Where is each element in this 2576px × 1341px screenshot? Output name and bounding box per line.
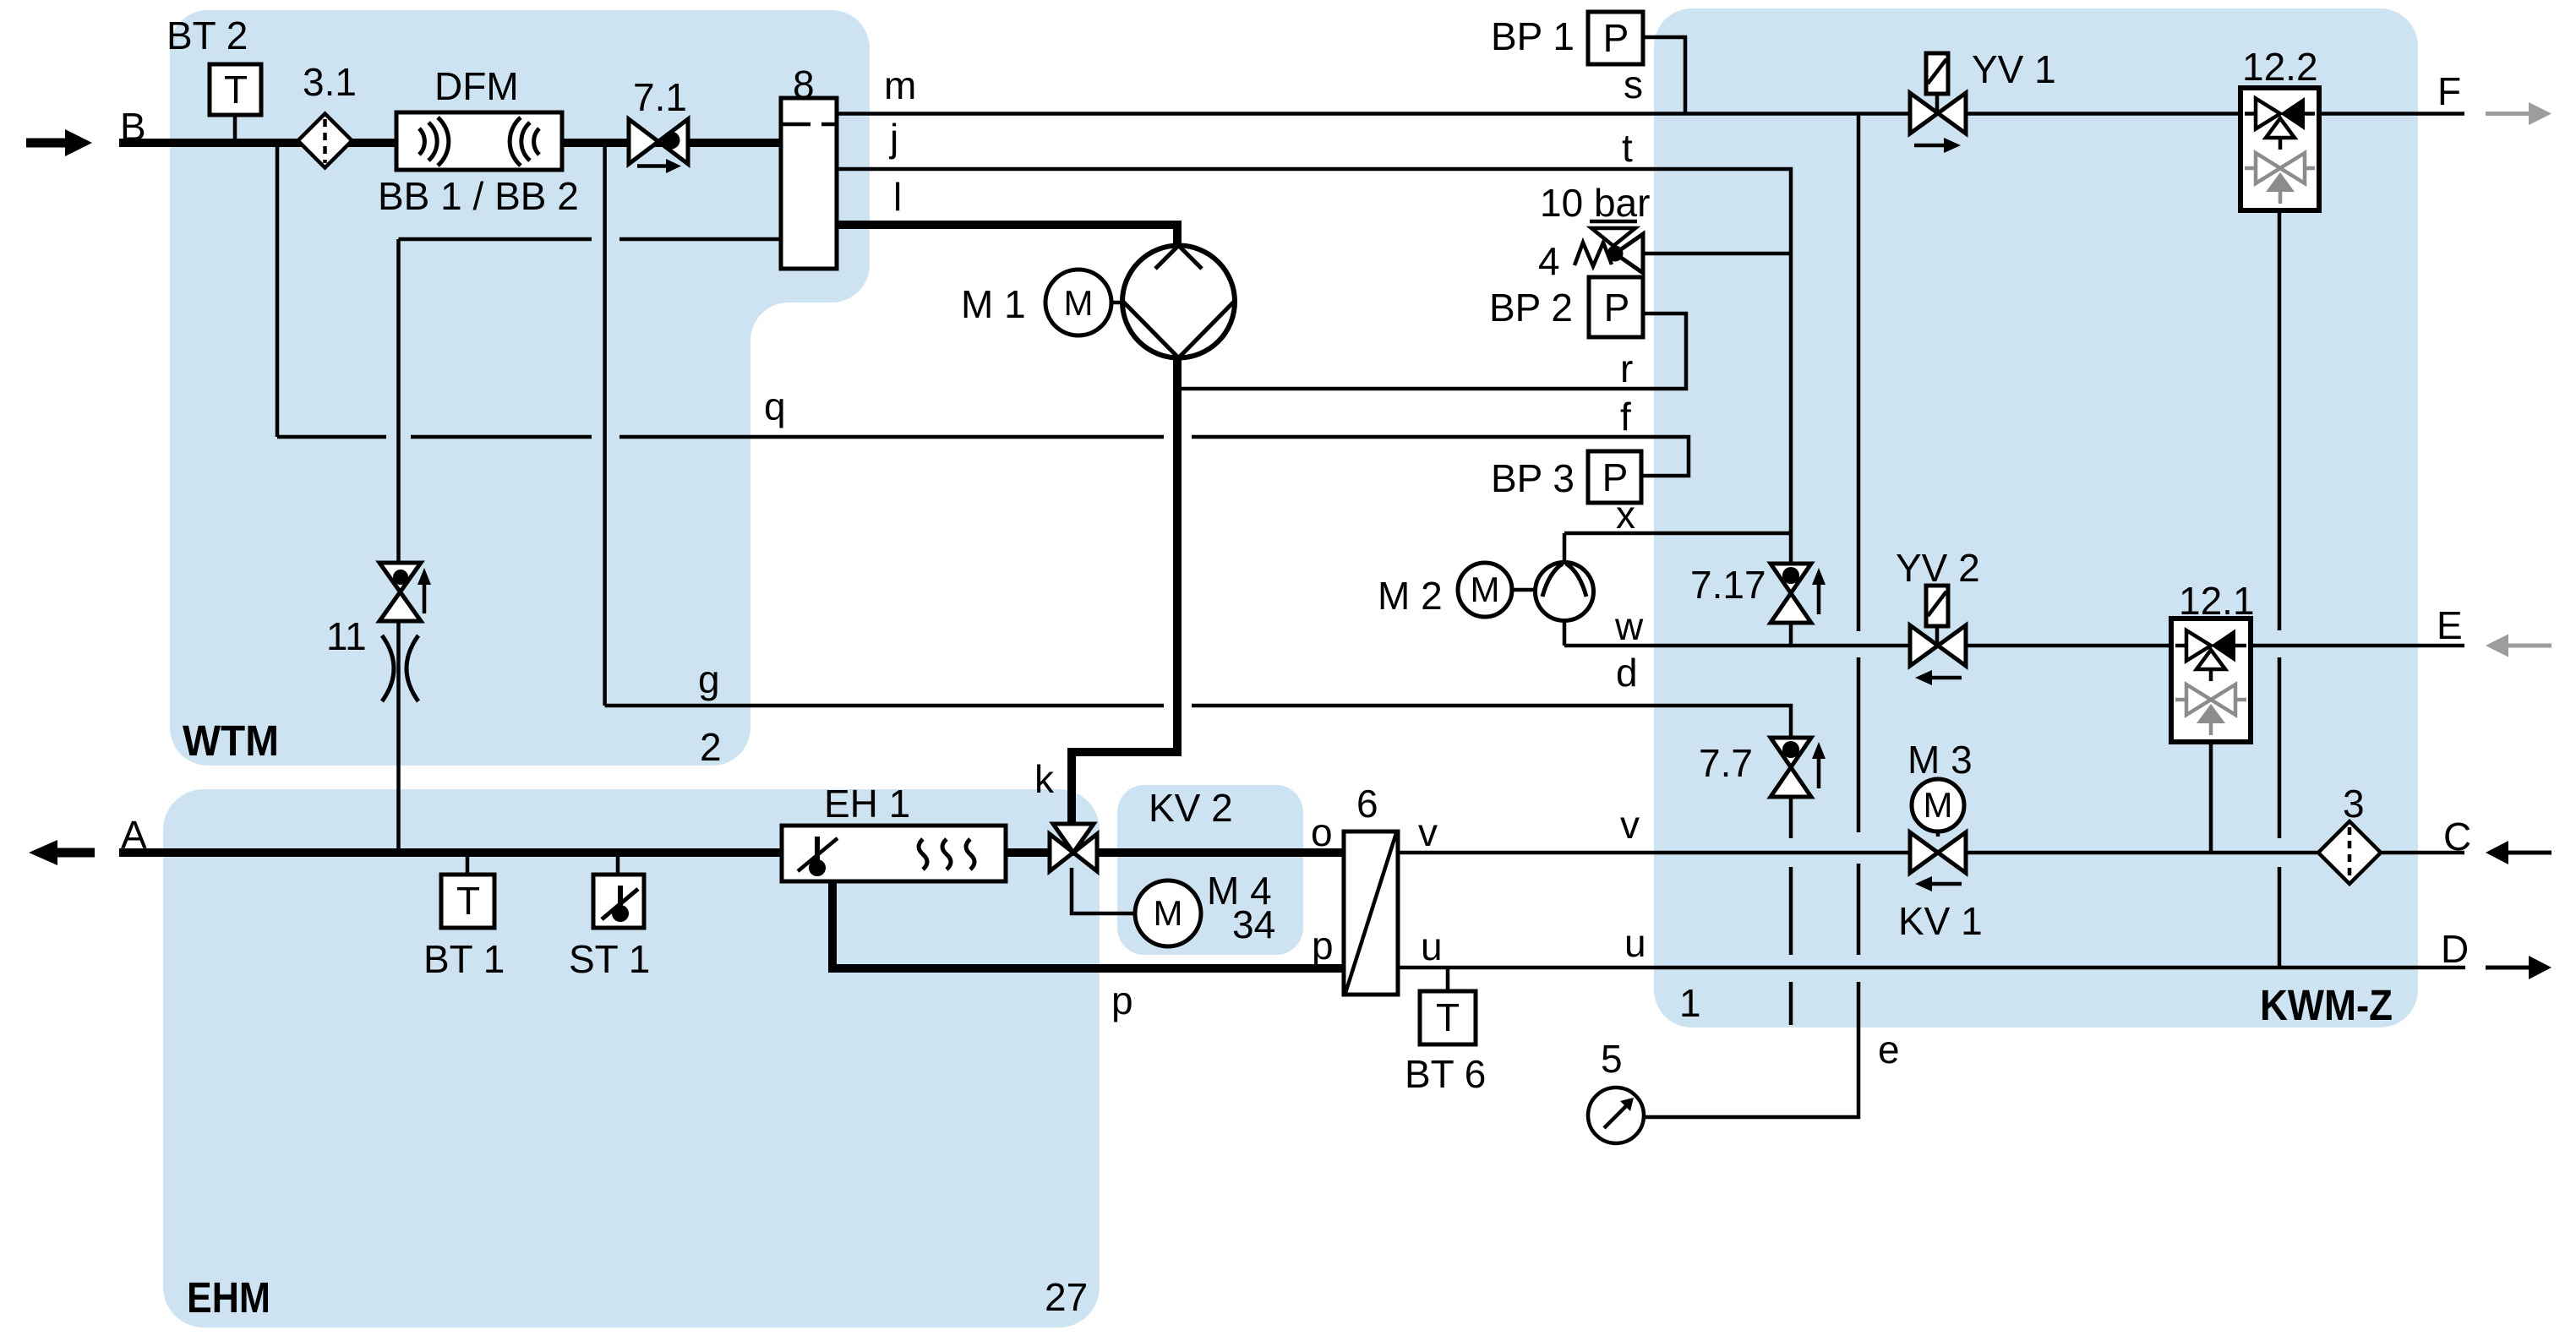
- svg-text:w: w: [1614, 604, 1644, 648]
- svg-text:10 bar: 10 bar: [1540, 181, 1650, 225]
- svg-text:YV 1: YV 1: [1972, 47, 2056, 91]
- svg-text:EHM: EHM: [187, 1273, 270, 1322]
- svg-text:27: 27: [1045, 1275, 1088, 1319]
- svg-text:j: j: [888, 116, 898, 160]
- svg-text:m: m: [884, 63, 916, 107]
- svg-text:7.7: 7.7: [1699, 741, 1753, 785]
- svg-text:2: 2: [700, 725, 722, 769]
- svg-text:12.2: 12.2: [2242, 45, 2318, 89]
- svg-text:BT 1: BT 1: [423, 937, 505, 981]
- svg-text:M 1: M 1: [961, 282, 1026, 326]
- svg-text:11: 11: [326, 614, 367, 658]
- svg-text:BP 3: BP 3: [1491, 456, 1575, 500]
- svg-text:P: P: [1602, 455, 1629, 499]
- svg-text:T: T: [1436, 995, 1460, 1039]
- svg-text:v: v: [1418, 810, 1438, 854]
- svg-text:C: C: [2443, 815, 2471, 859]
- svg-text:M: M: [1064, 283, 1094, 323]
- svg-text:BT 2: BT 2: [166, 14, 248, 57]
- svg-text:7.1: 7.1: [633, 75, 687, 119]
- svg-text:t: t: [1622, 126, 1633, 170]
- svg-text:T: T: [224, 68, 248, 112]
- svg-text:BP 2: BP 2: [1489, 286, 1573, 330]
- svg-text:D: D: [2441, 927, 2469, 971]
- svg-text:3: 3: [2343, 782, 2365, 826]
- svg-text:M 3: M 3: [1907, 738, 1973, 782]
- svg-text:s: s: [1624, 63, 1643, 106]
- svg-text:34: 34: [1232, 902, 1275, 946]
- svg-text:F: F: [2437, 69, 2461, 113]
- svg-text:4: 4: [1538, 239, 1560, 283]
- svg-text:M 4: M 4: [1207, 869, 1272, 913]
- svg-text:M: M: [1924, 785, 1953, 825]
- svg-text:BP 1: BP 1: [1491, 14, 1575, 58]
- svg-text:q: q: [764, 384, 786, 428]
- svg-text:3.1: 3.1: [303, 60, 357, 104]
- svg-text:e: e: [1878, 1028, 1900, 1071]
- svg-text:WTM: WTM: [183, 717, 279, 765]
- svg-text:12.1: 12.1: [2179, 579, 2255, 623]
- svg-text:x: x: [1616, 493, 1635, 537]
- svg-text:d: d: [1616, 651, 1638, 695]
- svg-text:A: A: [121, 813, 147, 857]
- svg-text:BB 1 / BB 2: BB 1 / BB 2: [378, 174, 579, 218]
- svg-text:M 2: M 2: [1378, 574, 1443, 618]
- svg-text:l: l: [893, 175, 902, 219]
- svg-text:P: P: [1604, 286, 1630, 330]
- svg-text:8: 8: [793, 63, 815, 106]
- svg-text:EH 1: EH 1: [824, 782, 910, 826]
- svg-text:KV 2: KV 2: [1149, 786, 1233, 830]
- svg-text:KWM-Z: KWM-Z: [2260, 981, 2393, 1029]
- svg-text:BT 6: BT 6: [1405, 1052, 1486, 1096]
- svg-text:u: u: [1421, 924, 1443, 968]
- svg-text:p: p: [1111, 978, 1133, 1022]
- svg-text:T: T: [456, 879, 480, 923]
- svg-text:7.17: 7.17: [1690, 563, 1766, 607]
- svg-text:f: f: [1620, 395, 1631, 439]
- svg-text:P: P: [1603, 16, 1629, 60]
- svg-text:KV 1: KV 1: [1898, 899, 1983, 943]
- svg-text:M: M: [1471, 570, 1500, 609]
- svg-text:M: M: [1154, 893, 1183, 933]
- svg-text:E: E: [2437, 603, 2463, 647]
- svg-text:k: k: [1034, 757, 1055, 801]
- svg-text:B: B: [120, 105, 146, 149]
- svg-text:ST 1: ST 1: [569, 937, 650, 981]
- svg-text:YV 2: YV 2: [1896, 546, 1980, 590]
- svg-text:6: 6: [1356, 782, 1378, 826]
- svg-text:v: v: [1620, 803, 1640, 847]
- svg-text:p: p: [1312, 924, 1334, 968]
- svg-text:r: r: [1620, 346, 1633, 390]
- svg-text:o: o: [1311, 810, 1333, 854]
- svg-text:g: g: [698, 657, 720, 701]
- svg-text:DFM: DFM: [434, 64, 519, 108]
- svg-text:5: 5: [1601, 1037, 1623, 1081]
- svg-text:u: u: [1624, 921, 1646, 965]
- svg-text:1: 1: [1679, 981, 1701, 1025]
